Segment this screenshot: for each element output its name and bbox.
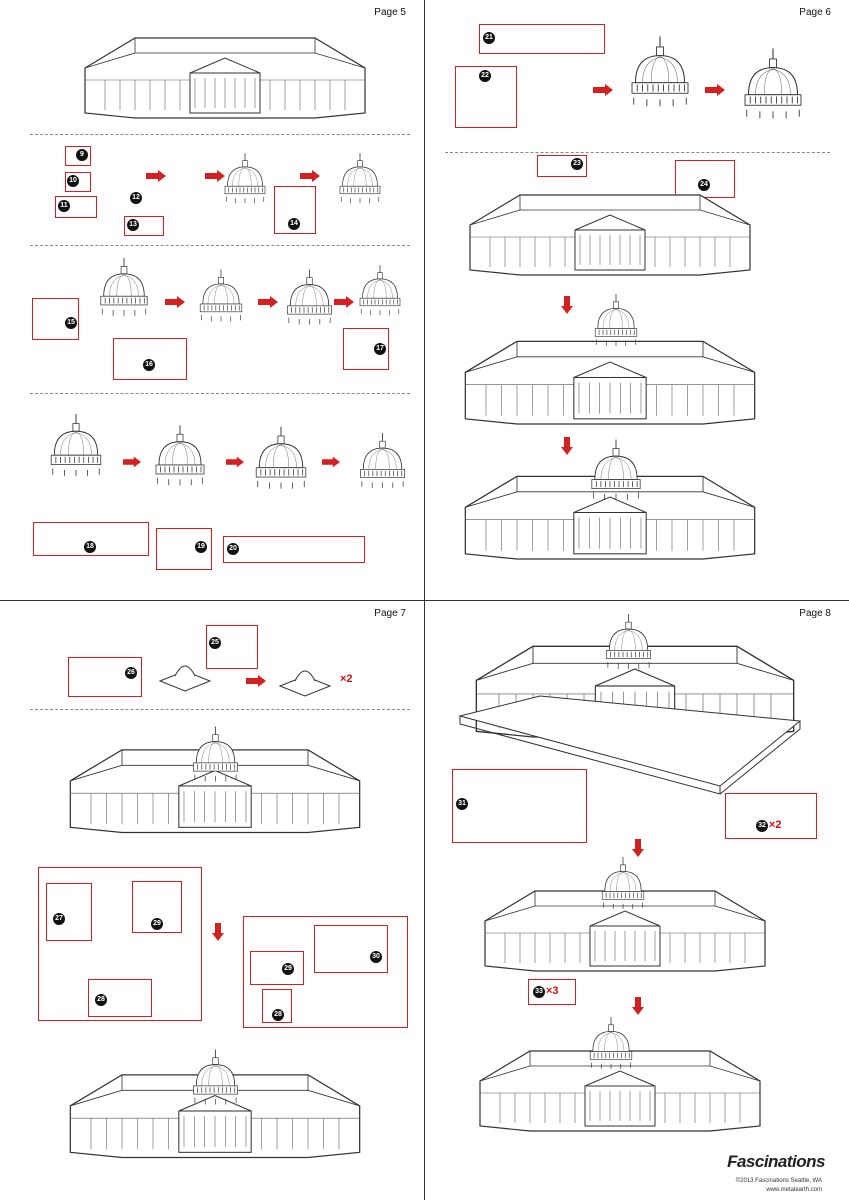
page-number: Page 8 (799, 608, 831, 619)
step-number: 28 (95, 994, 107, 1006)
brand-logo: Fascinations (727, 1152, 825, 1171)
step-number: 11 (58, 200, 70, 212)
dome-illustration (601, 606, 656, 681)
step-number: 26 (125, 667, 137, 679)
step-number: 18 (84, 541, 96, 553)
arrow-down-icon (212, 923, 224, 941)
website-text: www.metalearth.com (766, 1187, 822, 1193)
page-number: Page 6 (799, 7, 831, 18)
arrow-right-icon (322, 456, 340, 468)
step-number: 14 (288, 218, 300, 230)
horizontal-page-divider (0, 600, 849, 601)
part-box-30 (314, 925, 388, 973)
page-6: Page 6 21 22 23 24 (425, 0, 849, 600)
step-number: 25 (209, 637, 221, 649)
dome-illustration (195, 265, 247, 330)
part-box-21 (479, 24, 605, 54)
arrow-right-icon (258, 296, 278, 308)
multiplier-label: ×3 (546, 985, 559, 997)
step-number: 16 (143, 359, 155, 371)
arrow-right-icon (334, 296, 354, 308)
dome-illustration (597, 851, 649, 919)
dome-illustration (335, 150, 385, 210)
dome-illustration (590, 282, 642, 362)
dome-illustration (45, 405, 107, 490)
dome-illustration (625, 14, 695, 134)
dome-illustration (220, 150, 270, 210)
page-8: Page 8 31 32 ×2 33 ×3 Fascinations ©2013… (425, 601, 849, 1200)
pavilion-roof-illustration (158, 665, 212, 692)
page-number: Page 5 (374, 7, 406, 18)
step-number: 19 (195, 541, 207, 553)
arrow-down-icon (561, 296, 573, 314)
dome-illustration (355, 425, 410, 500)
arrow-right-icon (246, 675, 266, 687)
dome-illustration (355, 262, 405, 322)
arrow-right-icon (300, 170, 320, 182)
dome-illustration (95, 255, 153, 323)
part-box-18 (33, 522, 149, 556)
capitol-building-illustration (455, 175, 765, 285)
dome-illustration (250, 420, 312, 500)
page-7: Page 7 26 25 ×2 27 29 28 30 29 28 (0, 601, 424, 1200)
section-divider (445, 152, 830, 153)
step-number: 33 (533, 986, 545, 998)
pavilion-roof-illustration (278, 670, 332, 697)
page-5: Page 5 9 10 11 12 13 14 15 16 17 18 19 2… (0, 0, 424, 600)
step-number: 13 (127, 219, 139, 231)
step-number: 31 (456, 798, 468, 810)
arrow-right-icon (146, 170, 166, 182)
step-number: 17 (374, 343, 386, 355)
dome-illustration (585, 1011, 637, 1079)
dome-illustration (738, 40, 808, 132)
multiplier-label: ×2 (769, 819, 782, 831)
step-number: 22 (479, 70, 491, 82)
part-box-31 (452, 769, 587, 843)
section-divider (30, 245, 410, 246)
arrow-right-icon (123, 456, 141, 468)
section-divider (30, 393, 410, 394)
base-platform-illustration (458, 695, 802, 795)
copyright-text: ©2013 Fascinations Seattle, WA (735, 1178, 822, 1184)
page-number: Page 7 (374, 608, 406, 619)
step-number: 24 (698, 179, 710, 191)
dome-illustration (150, 420, 210, 495)
arrow-right-icon (593, 84, 613, 96)
step-number: 15 (65, 317, 77, 329)
dome-illustration (585, 438, 647, 506)
step-number: 29 (151, 918, 163, 930)
dome-illustration (282, 265, 337, 333)
part-box-32 (725, 793, 817, 839)
step-number: 21 (483, 32, 495, 44)
section-divider (30, 134, 410, 135)
step-number: 30 (370, 951, 382, 963)
part-box-20 (223, 536, 365, 563)
step-number: 12 (130, 192, 142, 204)
part-box-27 (46, 883, 92, 941)
step-number: 20 (227, 543, 239, 555)
part-box-29-second (250, 951, 304, 985)
section-divider (30, 709, 410, 710)
capitol-building-illustration (75, 18, 375, 128)
part-box-28-second (262, 989, 292, 1023)
arrow-right-icon (705, 84, 725, 96)
step-number: 27 (53, 913, 65, 925)
arrow-right-icon (226, 456, 244, 468)
step-number: 9 (76, 149, 88, 161)
multiplier-label: ×2 (340, 673, 353, 685)
step-number: 28 (272, 1009, 284, 1021)
step-number: 29 (282, 963, 294, 975)
arrow-down-icon (561, 437, 573, 455)
step-number: 32 (756, 820, 768, 832)
step-number: 10 (67, 175, 79, 187)
step-number: 23 (571, 158, 583, 170)
dome-illustration (188, 1039, 243, 1119)
dome-illustration (188, 721, 243, 791)
arrow-right-icon (165, 296, 185, 308)
